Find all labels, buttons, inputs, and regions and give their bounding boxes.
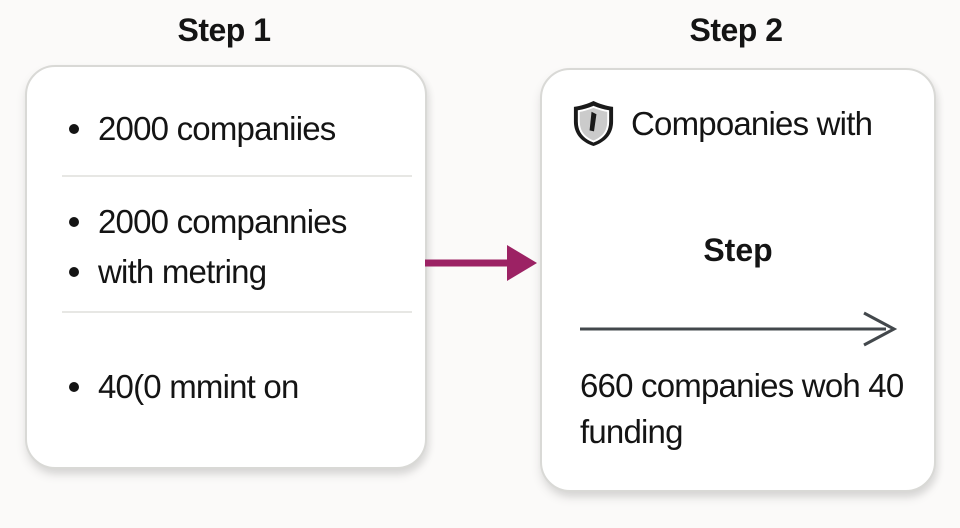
bullet-text: 40(0 mmint on (98, 368, 299, 405)
result-line: 660 companies woh 40 (580, 367, 904, 404)
step1-title: Step 1 (177, 12, 271, 48)
result-line: funding (580, 413, 683, 450)
result-text: 660 companies woh 40 funding (580, 363, 920, 455)
shield-icon (573, 100, 614, 147)
step2-card: Compoanies with Step 660 companies woh 4… (540, 68, 936, 492)
bullet-icon (69, 217, 79, 227)
bullet-icon (69, 124, 79, 134)
step1-card: 2000 companiies 2000 compannies with met… (25, 65, 427, 469)
bullet-text: with metring (98, 253, 267, 290)
divider (62, 311, 412, 313)
list-item: 2000 companiies (69, 109, 336, 149)
right-arrow-icon (580, 311, 898, 347)
step2-title: Step 2 (689, 12, 783, 48)
connector-right-arrow-icon (425, 245, 537, 281)
bullet-icon (69, 267, 79, 277)
card-header: Compoanies with (570, 99, 873, 148)
list-item: 2000 compannies (69, 202, 347, 242)
bullet-icon (69, 382, 79, 392)
bullet-text: 2000 companiies (98, 110, 336, 147)
bullet-text: 2000 compannies (98, 203, 347, 240)
mid-label: Step (703, 232, 773, 268)
list-item: 40(0 mmint on (69, 367, 299, 407)
divider (62, 175, 412, 177)
header-label: Compoanies with (631, 104, 873, 142)
list-item: with metring (69, 252, 267, 292)
